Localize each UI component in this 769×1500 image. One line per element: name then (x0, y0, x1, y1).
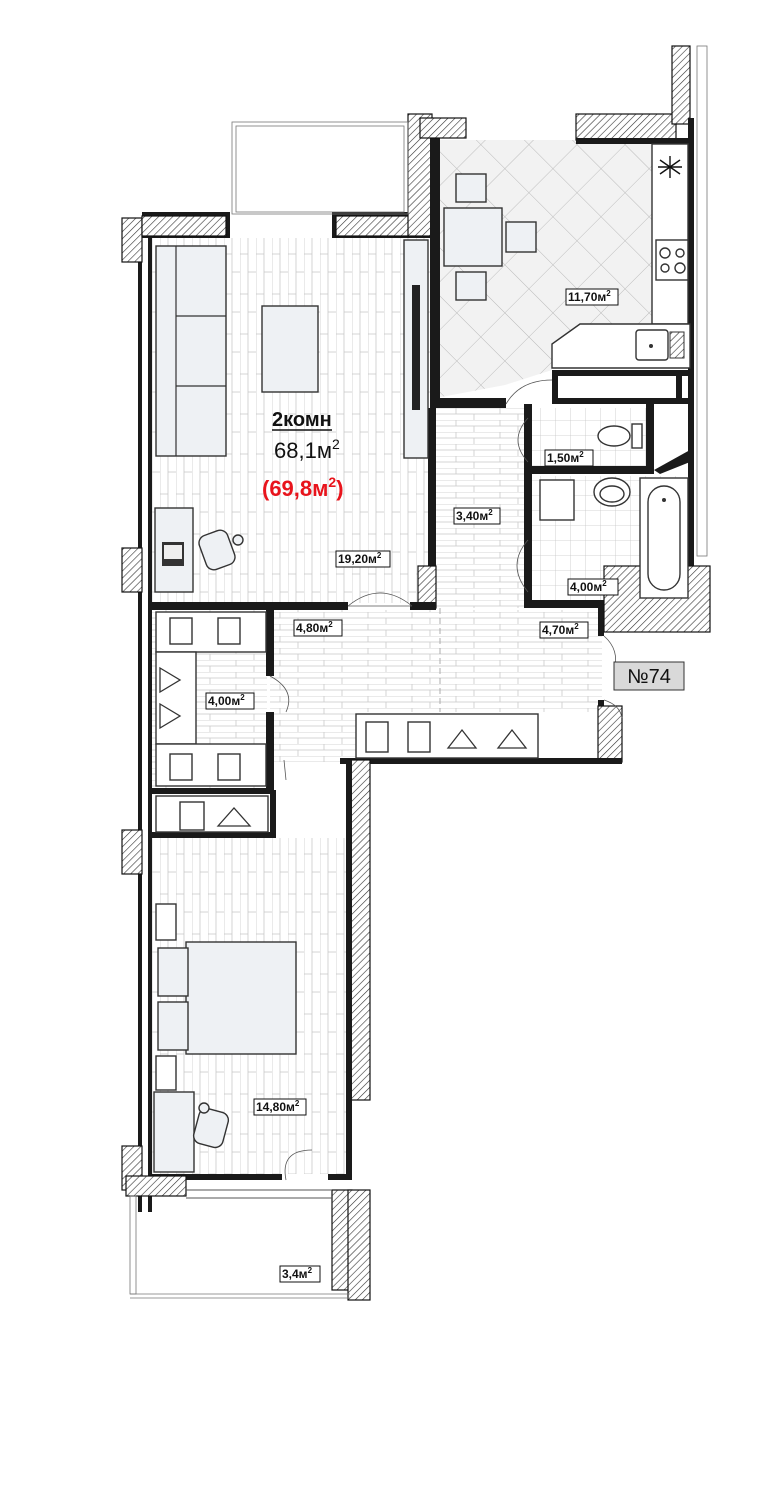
area-label-toilet: 1,50м2 (544, 449, 594, 467)
shirt-icons-wardrobe (169, 617, 241, 781)
area-value: 3,40м2 (456, 508, 493, 523)
area-value: 19,20м2 (338, 551, 382, 566)
doors (269, 379, 623, 1181)
area-value: 11,70м2 (568, 289, 611, 304)
office-chair-living (198, 529, 244, 571)
washbasin-icon (539, 477, 631, 521)
total-area: (69,8м2) (262, 474, 344, 501)
area-label-balcony: 3,4м2 (279, 1265, 321, 1283)
area-label-bathroom: 4,00м2 (567, 578, 619, 596)
area-value: 4,00м2 (570, 579, 607, 594)
apartment-summary: 2комн 68,1м2 (69,8м2) (262, 409, 344, 501)
hanger-icons-wardrobe (159, 666, 182, 730)
area-label-hall_right: 4,70м2 (539, 621, 589, 639)
svg-text:№74: №74 (627, 666, 671, 688)
area-value: 3,4м2 (282, 1266, 313, 1281)
kitchen-sink-icon (635, 329, 685, 361)
wardrobe-shelves (155, 611, 267, 787)
walls (121, 45, 711, 1301)
tv (412, 285, 420, 410)
bed (155, 903, 297, 1091)
area-label-wardrobe: 4,00м2 (205, 692, 255, 710)
area-label-bedroom: 14,80м2 (253, 1098, 307, 1116)
area-label-living: 19,20м2 (335, 550, 391, 568)
stove-icon (655, 239, 689, 281)
toilet-icon (597, 423, 643, 449)
living-area: 68,1м2 (274, 436, 340, 463)
area-value: 1,50м2 (547, 450, 584, 465)
room-area-labels: 11,70м2 19,20м2 1,50м2 3,40м2 4,00м2 4,80м2 4,… (205, 288, 619, 1283)
area-label-kitchen: 11,70м2 (565, 288, 619, 306)
sofa (155, 245, 227, 457)
area-label-hall_left: 4,80м2 (293, 619, 343, 637)
bathtub-icon (639, 477, 689, 599)
kitchen-floor (436, 140, 690, 398)
hall-lower-floor (270, 712, 356, 762)
dining-table (443, 173, 537, 301)
desk-bedroom (153, 1091, 195, 1173)
coffee-table (261, 305, 319, 393)
apartment-number-badge: №74 (613, 661, 685, 691)
area-value: 4,70м2 (542, 622, 579, 637)
area-value: 4,00м2 (208, 693, 245, 708)
room-count: 2комн (272, 409, 332, 431)
hall-closet (355, 713, 539, 759)
area-value: 14,80м2 (256, 1099, 300, 1114)
closet-bedroom (155, 795, 269, 833)
office-chair-bedroom (192, 1102, 230, 1149)
area-label-corridor: 3,40м2 (453, 507, 501, 525)
area-value: 4,80м2 (296, 620, 333, 635)
hood-icon (658, 156, 682, 178)
